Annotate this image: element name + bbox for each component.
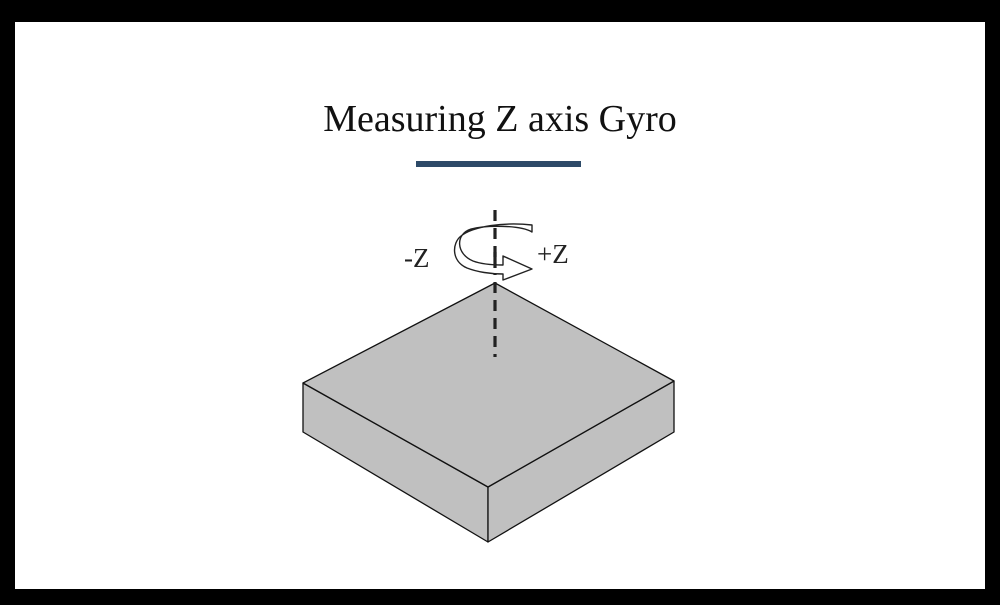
curved-rotation-arrow-icon: [453, 223, 533, 281]
block-top-face: [302, 282, 675, 488]
title-underline: [416, 161, 581, 167]
diagram-canvas: Measuring Z axis Gyro -Z +Z: [15, 22, 985, 589]
page-title: Measuring Z axis Gyro: [323, 98, 677, 140]
gyro-diagram: -Z +Z: [302, 210, 675, 543]
negative-z-label: -Z: [404, 243, 429, 273]
positive-z-label: +Z: [537, 239, 569, 269]
